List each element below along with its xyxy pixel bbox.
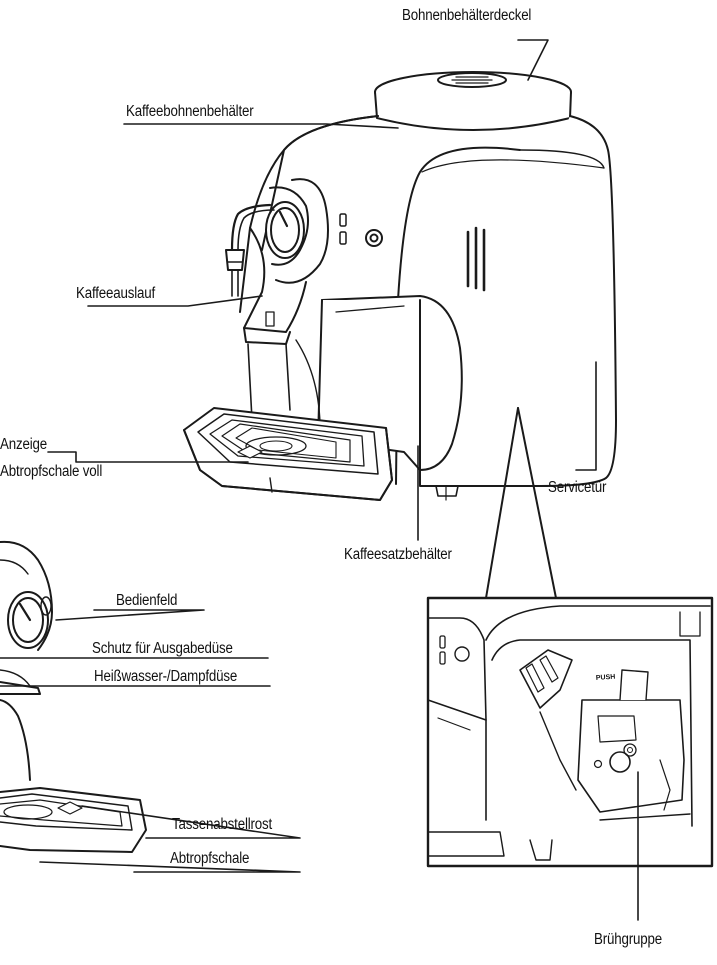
main-machine-illustration xyxy=(183,71,617,501)
leader-service-door xyxy=(575,361,597,471)
steam-nozzle-shape xyxy=(225,203,275,297)
label-coffee-grounds-container: Kaffeesatzbehälter xyxy=(344,546,452,563)
label-drip-tray-indicator-line2: Abtropfschale voll xyxy=(0,463,103,480)
label-bean-container-lid: Bohnenbehälterdeckel xyxy=(402,7,532,24)
label-coffee-bean-container: Kaffeebohnenbehälter xyxy=(126,103,254,120)
leader-drip-tray xyxy=(39,861,301,873)
machine-body-shape xyxy=(239,115,617,487)
label-service-door: Servicetür xyxy=(548,479,607,496)
label-drip-tray-indicator-line1: Anzeige xyxy=(0,436,47,453)
drip-tray-shape xyxy=(183,407,393,501)
label-brew-group: Brühgruppe xyxy=(594,931,662,948)
leader-cup-rack xyxy=(81,805,301,839)
leader-control-panel xyxy=(55,609,205,621)
leader-bean-lid xyxy=(517,39,549,81)
leader-bean-container xyxy=(123,123,399,129)
label-coffee-spout: Kaffeeauslauf xyxy=(76,285,156,302)
partial-machine-illustration xyxy=(0,540,147,853)
leader-drip-indicator xyxy=(47,451,249,463)
coffee-spout-shape xyxy=(243,227,307,345)
label-cup-rack: Tassenabstellrost xyxy=(172,816,273,833)
front-panel-shape xyxy=(265,178,329,284)
label-control-panel: Bedienfeld xyxy=(116,592,178,609)
leader-coffee-spout xyxy=(87,295,263,307)
bean-container-lid-shape xyxy=(374,71,572,131)
label-drip-tray: Abtropfschale xyxy=(170,850,250,867)
label-hot-water-steam-nozzle: Heißwasser-/Dampfdüse xyxy=(94,668,238,685)
leader-lines xyxy=(0,39,639,921)
push-label: PUSH xyxy=(596,674,616,682)
brew-group-inset-illustration xyxy=(426,407,714,868)
label-nozzle-protection: Schutz für Ausgabedüse xyxy=(92,640,233,657)
